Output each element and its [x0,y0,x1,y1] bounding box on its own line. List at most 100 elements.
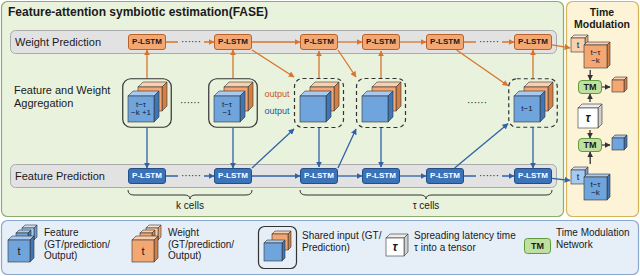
plstm-cell: P-LSTM [214,168,252,184]
label-slot: t [132,240,154,262]
text-label: t [8,240,30,262]
cube-side [248,82,253,111]
cube-top [132,236,158,240]
label-slot: TM [524,238,551,254]
connector-arrow [146,50,147,78]
output-arrow [338,129,356,168]
node-text: P-LSTM [518,172,548,180]
label-slot: Feature and Weight Aggregation [14,84,114,109]
input-arrow [380,51,381,78]
output-arrow [338,50,356,77]
connector-arrow [338,41,362,42]
brace [128,190,252,199]
latency-tensor: τ [576,102,604,130]
cube-top [584,42,610,45]
label-slot: k cells [160,200,220,212]
time-modulation-box: TM [578,138,602,152]
connector-arrow [589,130,590,138]
cube-shape [128,91,159,122]
cube-shape [514,91,545,122]
connector-arrow [232,50,233,78]
plstm-cell: P-LSTM [300,34,338,50]
connector-arrow [455,124,508,168]
cube-top [264,240,285,243]
label-slot: ······ [476,170,502,182]
cube-shape [132,236,158,262]
shared-input-frame [259,227,297,269]
cube-frame-art [208,78,258,128]
cube-side [162,82,167,111]
plstm-cell: P-LSTM [362,34,400,50]
node-text: P-LSTM [366,172,396,180]
plstm-cell: P-LSTM [128,168,166,184]
cube-front [362,96,388,122]
cube-front [612,138,624,150]
time-modulation-panel [567,2,639,217]
node-text: P-LSTM [132,172,162,180]
connector-arrow [589,94,590,102]
node-text: TM [584,141,597,150]
legend-item: Weight (GT/prediction/ Output) [168,227,250,262]
ellipsis-dots: ······ [178,170,204,182]
node-text: P-LSTM [218,38,248,46]
node-text: P-LSTM [366,38,396,46]
cube-side [607,174,610,200]
legend-text: Spreading latency time τ into a tensor [414,230,518,253]
text-label: k cells [160,200,220,212]
cube-side [624,135,627,150]
cube-art [8,77,627,262]
cube-front [584,45,607,68]
cube-front [578,108,598,128]
cube-side [288,231,291,250]
label-slot: output [262,106,292,116]
node-text: P-LSTM [304,172,334,180]
feature-weight-cube: t−1 [508,78,558,128]
connector-arrow [146,128,147,168]
shared-input-frame [123,79,172,128]
text-label: τ [386,238,404,256]
legend-text: Feature (GT/prediction/ Output) [44,227,126,262]
cube-shape [214,91,245,122]
feature-weight-cube: t−τ −k +1 [122,78,172,128]
cube-front [584,177,607,200]
cube-shape [584,174,610,200]
legend-text: Weight (GT/prediction/ Output) [168,227,250,262]
node-text: t−τ −k [584,45,607,69]
cube-front [8,240,30,262]
node-text: P-LSTM [430,38,460,46]
prediction-frame [509,79,558,128]
legend-text: Shared input (GT/ Prediction) [302,230,382,253]
cube-shape [612,135,627,150]
connector-arrow [532,50,533,78]
fase-panel [2,2,564,217]
node-text: P-LSTM [304,38,334,46]
connector-arrow [232,128,233,168]
connector-arrow [457,50,508,86]
text-label: TM [524,238,551,254]
node-text: t [571,38,585,52]
node-text: Time Modulation [566,6,638,30]
node-text: P-LSTM [132,38,162,46]
label-slot: t [8,240,30,262]
node-text: t−τ −k [584,177,607,201]
output-arrow [252,129,294,168]
cube-frame-art [508,78,558,128]
cube-front [571,170,585,184]
input-cube: tt−τ −k [570,164,611,202]
legend-panel [2,221,639,275]
label-slot: ······ [178,170,204,182]
connector-arrow [589,152,590,164]
node-text: P-LSTM [218,172,248,180]
connector-arrow [252,41,300,42]
plstm-cell: P-LSTM [514,168,552,184]
text-label: τ cells [396,200,456,212]
cube-side [404,234,408,256]
cube-front [612,80,624,92]
cube-side [30,236,34,262]
node-text: t−τ −1 [214,96,240,122]
node-text: P-LSTM [430,172,460,180]
cube-front [128,96,154,122]
connector-arrow [252,175,300,176]
input-arrow [318,51,319,78]
node-text: τ [578,108,598,128]
